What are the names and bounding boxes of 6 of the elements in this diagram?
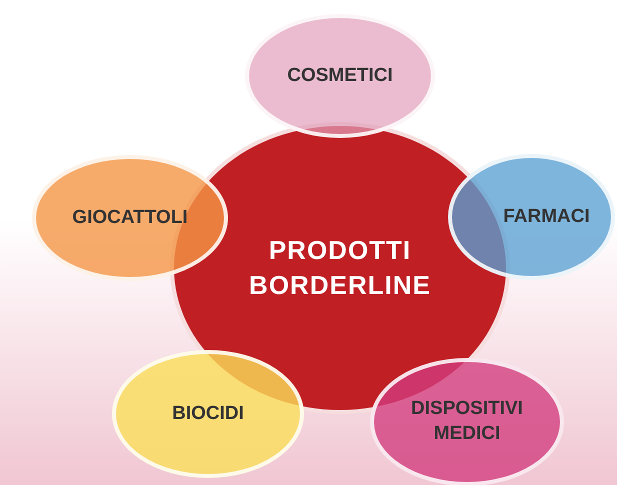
center-title: PRODOTTI BORDERLINE [248,234,432,302]
category-label: DISPOSITIVI MEDICI [410,397,524,446]
category-label: BIOCIDI [172,402,244,426]
category-label: FARMACI [503,204,590,229]
category-label: COSMETICI [287,64,393,88]
category-label: GIOCATTOLI [72,206,188,230]
